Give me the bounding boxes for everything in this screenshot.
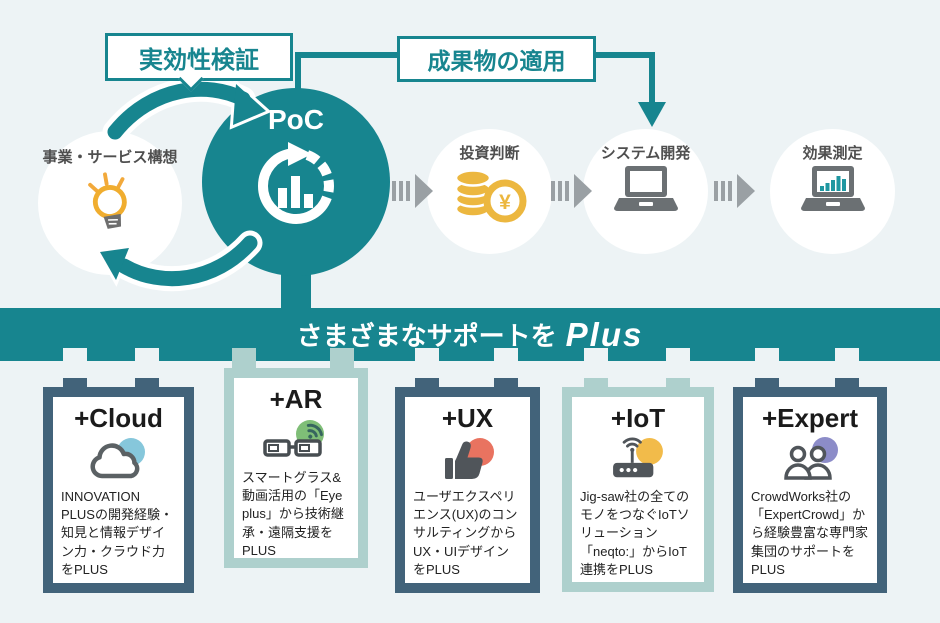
card-description: スマートグラス&動画活用の「Eye plus」から技術継承・遠隔支援をPLUS [242,470,344,558]
card-tab [835,378,859,388]
support-card-ar: +AR スマートグラス&動画活用の「Eye plus」から技術継承・遠隔支援をP… [224,368,368,568]
flow-step-label: システム開発 [600,145,691,162]
flow-step-idea: 事業・サービス構想 [38,131,182,275]
application-callout-label: 成果物の適用 [427,48,566,74]
flow-step-poc: PoC [202,88,390,276]
verification-callout-label: 実効性検証 [139,46,259,74]
card-title: +AR [269,384,323,414]
flow-step-label: 投資判断 [459,145,520,162]
laptop-icon [613,166,678,211]
card-tab [135,378,159,388]
plus-logo: Plus [565,315,644,353]
banner-notch [415,348,439,361]
banner-notch [135,348,159,361]
card-tab [63,378,87,388]
connector-bubble-to-system [590,52,655,104]
flow-step-invest: 投資判断 ¥ [427,129,552,254]
banner-text: さまざまなサポートを [296,321,557,351]
iot-router-icon [613,437,663,478]
lightbulb-icon [88,172,127,229]
yen-coins-icon: ¥ [454,169,526,223]
card-tab [494,378,518,388]
card-tab [415,378,439,388]
support-card-cloud: +Cloud INNOVATION PLUSの開発経験・知見と情報デザイン力・ク… [43,387,194,593]
flow-step-effect: 効果測定 [770,129,895,254]
card-title: +IoT [610,403,666,433]
banner-notch [63,348,87,361]
banner-notch [584,348,608,361]
verification-callout: 実効性検証 [105,33,293,92]
flow-step-label: 効果測定 [802,145,863,162]
application-callout: 成果物の適用 [397,36,596,82]
flow-arrow-icon [714,174,755,208]
banner-notch [755,348,779,361]
support-card-expert: +Expert CrowdWorks社の「ExpertCrowd」から経験豊富な… [733,387,887,593]
flow-step-label: 事業・サービス構想 [42,149,178,166]
card-description: Jig-saw社の全てのモノをつなぐIoTソリューション「neqto:」からIo… [580,489,690,577]
connector-poc-to-bubble [295,52,397,94]
flow-arrow-icon [392,174,433,208]
banner-notch [494,348,518,361]
thumbs-up-icon [444,438,494,479]
card-title: +Expert [761,403,859,433]
poc-cycle-chart-icon [258,142,334,224]
card-description: CrowdWorks社の「ExpertCrowd」から経験豊富な専門家集団のサポ… [751,489,869,577]
experts-icon [784,437,838,480]
card-tab [584,378,608,388]
cloud-icon [89,438,145,479]
support-card-iot: +IoT Jig-saw社の全てのモノをつなぐIoTソリューション「neqto:… [562,387,714,592]
card-title: +UX [441,403,494,433]
laptop-chart-icon [800,166,865,211]
card-description: ユーザエクスペリエンス(UX)のコンサルティングからUX・UIデザインをPLUS [413,489,518,577]
card-description: INNOVATION PLUSの開発経験・知見と情報デザイン力・クラウド力をPL… [61,489,173,577]
card-tab [666,378,690,388]
smart-glasses-icon [263,420,324,457]
flow-step-label: PoC [268,104,324,135]
card-tab [232,348,256,369]
banner-notch [666,348,690,361]
card-title: +Cloud [74,403,163,433]
yen-symbol: ¥ [499,191,511,214]
banner-notch [835,348,859,361]
card-tab [755,378,779,388]
down-arrowhead-icon [638,102,666,127]
flow-step-system: システム開発 [583,129,708,254]
support-card-ux: +UX ユーザエクスペリエンス(UX)のコンサルティングからUX・UIデザインを… [395,387,540,593]
flow-arrow-icon [551,174,592,208]
card-tab [330,348,354,369]
